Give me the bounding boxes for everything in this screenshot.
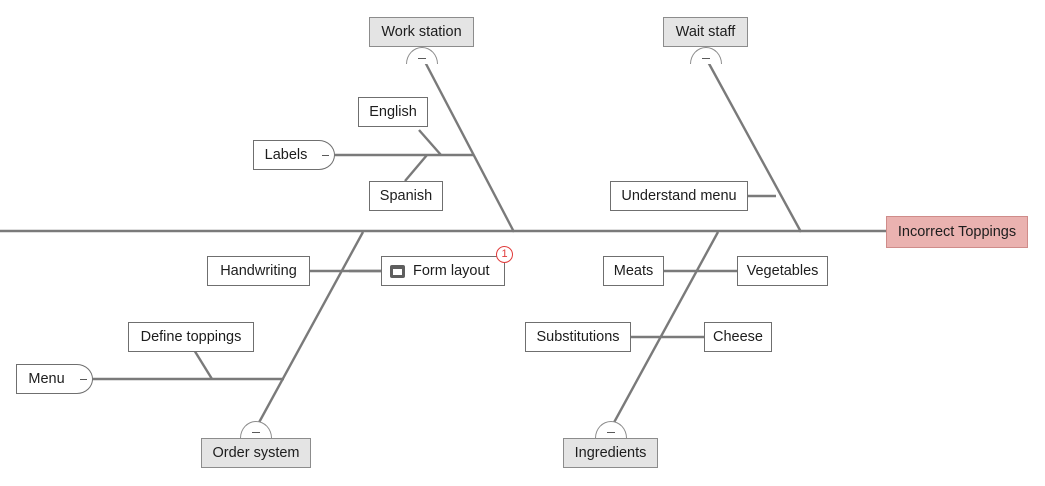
category-node-order-system[interactable]: Order system: [201, 438, 311, 468]
bone-spanish: [404, 154, 428, 182]
cause-label-form-layout: Form layout: [413, 262, 490, 279]
minus-icon: [702, 58, 710, 59]
category-label-order-system: Order system: [212, 444, 300, 461]
cause-label-handwriting: Handwriting: [220, 262, 297, 279]
minus-icon: [607, 432, 615, 433]
cause-label-substitutions: Substitutions: [536, 328, 620, 345]
cause-label-cheese: Cheese: [713, 328, 763, 345]
cause-node-handwriting[interactable]: Handwriting: [207, 256, 310, 286]
cause-node-english[interactable]: English: [358, 97, 428, 127]
category-node-work-station[interactable]: Work station: [369, 17, 474, 47]
cause-label-spanish: Spanish: [379, 187, 433, 204]
category-label-wait-staff: Wait staff: [675, 23, 736, 40]
effect-label: Incorrect Toppings: [897, 223, 1017, 240]
category-label-work-station: Work station: [381, 23, 462, 40]
note-icon: [390, 264, 405, 278]
cause-label-english: English: [369, 103, 417, 120]
minus-icon: [418, 58, 426, 59]
minus-icon: [79, 378, 87, 380]
bone-wait-staff: [705, 59, 803, 233]
cause-label-define-toppings: Define toppings: [140, 328, 242, 345]
cause-node-spanish[interactable]: Spanish: [369, 181, 443, 211]
cause-node-substitutions[interactable]: Substitutions: [525, 322, 631, 352]
cause-node-understand-menu[interactable]: Understand menu: [610, 181, 748, 211]
cause-node-labels[interactable]: Labels: [253, 140, 318, 170]
cause-node-vegetables[interactable]: Vegetables: [737, 256, 828, 286]
cause-label-vegetables: Vegetables: [746, 262, 819, 279]
minus-icon: [321, 154, 329, 156]
cause-label-understand-menu: Understand menu: [621, 187, 737, 204]
comment-count-badge[interactable]: 1: [496, 246, 513, 263]
category-node-wait-staff[interactable]: Wait staff: [663, 17, 748, 47]
cause-node-cheese[interactable]: Cheese: [704, 322, 772, 352]
effect-node-incorrect-toppings[interactable]: Incorrect Toppings: [886, 216, 1028, 248]
bone-english: [418, 129, 442, 156]
comment-count-value: 1: [501, 248, 508, 260]
category-node-ingredients[interactable]: Ingredients: [563, 438, 658, 468]
minus-icon: [252, 432, 260, 433]
bone-order-system: [254, 231, 365, 429]
cause-label-labels: Labels: [264, 146, 308, 163]
category-label-ingredients: Ingredients: [574, 444, 647, 461]
bone-work-station: [422, 59, 516, 233]
bone-ingredients: [609, 231, 720, 429]
cause-label-meats: Meats: [613, 262, 654, 279]
cause-node-meats[interactable]: Meats: [603, 256, 664, 286]
cause-label-menu: Menu: [28, 370, 65, 387]
cause-node-form-layout[interactable]: Form layout: [381, 256, 505, 286]
cause-node-menu[interactable]: Menu: [16, 364, 76, 394]
cause-node-define-toppings[interactable]: Define toppings: [128, 322, 254, 352]
